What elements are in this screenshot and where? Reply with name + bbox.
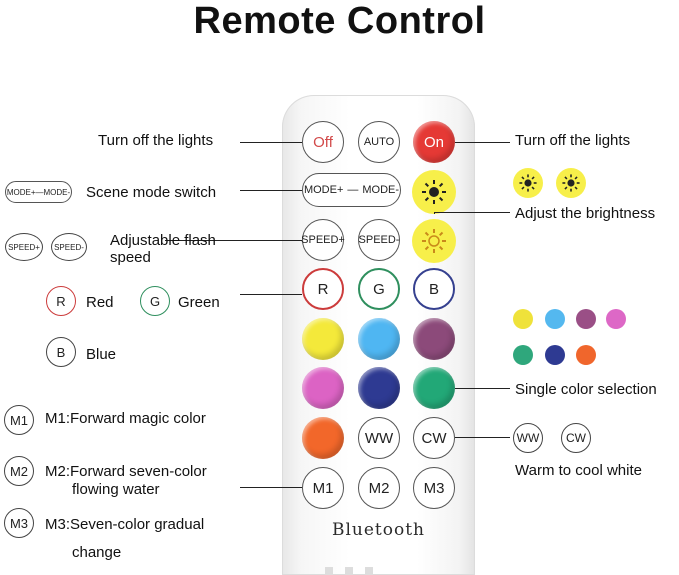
swatch-teal [513, 345, 533, 365]
warm-white-button[interactable]: WW [358, 417, 400, 459]
r-legend-icon: R [46, 286, 76, 316]
speed-minus-legend-icon: SPEED- [51, 233, 87, 261]
connector-line [165, 240, 302, 241]
connector-line [240, 142, 302, 143]
brightness-legend-dark-2 [556, 168, 586, 198]
connector-line [455, 388, 510, 389]
m1-label: M1:Forward magic color [45, 410, 206, 427]
speed-plus-button[interactable]: SPEED+ [301, 219, 345, 261]
pink-color-button[interactable] [302, 367, 344, 409]
navy-color-button[interactable] [358, 367, 400, 409]
on-label: Turn off the lights [515, 132, 631, 149]
mode-switch-button[interactable]: MODE+ — MODE- [302, 173, 401, 207]
auto-button[interactable]: AUTO [358, 121, 400, 163]
blue-label: Blue [86, 346, 117, 363]
red-button[interactable]: R [302, 268, 344, 310]
off-label: Turn off the lights [98, 132, 214, 149]
sun-dark-icon [519, 174, 537, 192]
connector-line [240, 294, 302, 295]
swatch-yellow [513, 309, 533, 329]
brand-label: Bluetooth [331, 520, 426, 540]
swatch-navy [545, 345, 565, 365]
m2-label-line2: flowing water [72, 481, 160, 498]
flash-label-line2: speed [110, 249, 151, 266]
m2-legend-icon: M2 [4, 456, 34, 486]
speed-minus-button[interactable]: SPEED- [358, 219, 400, 261]
page-title: Remote Control [193, 0, 486, 42]
remote-slot [325, 567, 333, 575]
m3-label-line2: change [72, 544, 122, 561]
swatch-plum [576, 309, 596, 329]
g-legend-icon: G [140, 286, 170, 316]
yellow-color-button[interactable] [302, 318, 344, 360]
scene-label: Scene mode switch [86, 184, 217, 201]
brightness-legend-dark [513, 168, 543, 198]
connector-line [434, 212, 510, 213]
red-label: Red [86, 294, 114, 311]
connector-line [434, 212, 435, 214]
connector-line [240, 190, 302, 191]
m2-button[interactable]: M2 [358, 467, 400, 509]
m3-legend-icon: M3 [4, 508, 34, 538]
ww-legend-icon: WW [513, 423, 543, 453]
brightness-label: Adjust the brightness [515, 205, 656, 222]
m1-legend-icon: M1 [4, 405, 34, 435]
plum-color-button[interactable] [413, 318, 455, 360]
green-button[interactable]: G [358, 268, 400, 310]
m1-button[interactable]: M1 [302, 467, 344, 509]
sky-blue-color-button[interactable] [358, 318, 400, 360]
remote-slot [365, 567, 373, 575]
swatch-orange [576, 345, 596, 365]
mode-legend-icon: MODE+—MODE- [5, 181, 72, 203]
swatch-pink [606, 309, 626, 329]
connector-line [240, 487, 302, 488]
single-color-label: Single color selection [515, 381, 657, 398]
warm-cool-label: Warm to cool white [515, 462, 642, 479]
swatch-sky-blue [545, 309, 565, 329]
cw-legend-icon: CW [561, 423, 591, 453]
b-legend-icon: B [46, 337, 76, 367]
remote-slot [345, 567, 353, 575]
off-button[interactable]: Off [302, 121, 344, 163]
mode-plus-label: MODE+ [303, 184, 344, 196]
teal-color-button[interactable] [413, 367, 455, 409]
blue-button[interactable]: B [413, 268, 455, 310]
cool-white-button[interactable]: CW [413, 417, 455, 459]
sun-dark-icon [562, 174, 580, 192]
on-button[interactable]: On [413, 121, 455, 163]
connector-line [455, 142, 510, 143]
connector-line [455, 437, 510, 438]
green-label: Green [178, 294, 220, 311]
orange-color-button[interactable] [302, 417, 344, 459]
sun-light-icon [422, 229, 446, 253]
mode-minus-label: MODE- [362, 184, 400, 196]
brightness-up-button[interactable] [412, 219, 456, 263]
m2-label-line1: M2:Forward seven-color [45, 463, 207, 480]
flash-label-line1: Adjustable flash [110, 232, 216, 249]
speed-plus-legend-icon: SPEED+ [5, 233, 43, 261]
m3-label-line1: M3:Seven-color gradual [45, 516, 205, 533]
brightness-down-button[interactable] [412, 170, 456, 214]
sun-dark-icon [422, 180, 446, 204]
m3-button[interactable]: M3 [413, 467, 455, 509]
